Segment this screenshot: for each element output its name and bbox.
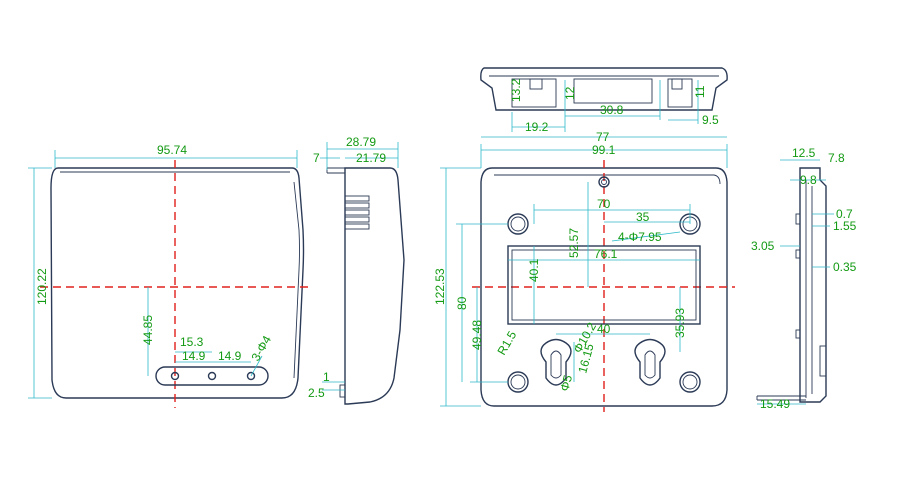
mount-hole-4 bbox=[679, 371, 701, 393]
button-pitch-1-label: 14.9 bbox=[182, 349, 206, 363]
side-offset-label: 7 bbox=[313, 151, 320, 165]
button-hole-1 bbox=[170, 371, 180, 381]
rear-height-80-label: 80 bbox=[455, 296, 469, 310]
section-15-49-label: 15.49 bbox=[760, 397, 790, 411]
hole-half-label: 35 bbox=[636, 210, 650, 224]
hole-pitch-label: 70 bbox=[597, 197, 611, 211]
section-tab-2 bbox=[795, 249, 801, 259]
button-hole-3 bbox=[246, 371, 256, 381]
radius-label: R1.5 bbox=[494, 328, 519, 357]
window-top-label: 52.57 bbox=[567, 228, 581, 258]
rear-outline bbox=[480, 167, 728, 407]
top-view: 19.2 30.8 9.5 13.2 12 11 bbox=[480, 67, 728, 134]
keyhole-height-label: 35.93 bbox=[673, 308, 687, 338]
front-width-label: 95.74 bbox=[157, 143, 187, 157]
section-tab-4 bbox=[819, 345, 827, 377]
side-foot-2-label: 2.5 bbox=[308, 386, 325, 400]
side-outline bbox=[344, 167, 405, 405]
slot-height-3-label: 11 bbox=[693, 85, 707, 98]
button-bar bbox=[155, 366, 269, 386]
window-height-label: 40.1 bbox=[527, 258, 541, 282]
section-0-7-label: 0.7 bbox=[836, 207, 853, 221]
keyhole-slot-label: Φ5 bbox=[557, 373, 575, 393]
section-tab-3 bbox=[795, 329, 801, 339]
hang-hole-top bbox=[598, 176, 610, 188]
section-3-05-label: 3.05 bbox=[751, 239, 775, 253]
front-inner-edge bbox=[60, 171, 300, 379]
keyhole-left bbox=[540, 338, 572, 386]
section-outline bbox=[799, 167, 827, 403]
side-depth-total-label: 28.79 bbox=[346, 135, 376, 149]
button-pitch-2-label: 14.9 bbox=[218, 349, 242, 363]
side-vents bbox=[344, 195, 370, 230]
rear-width-label: 99.1 bbox=[592, 143, 616, 157]
section-12-5-label: 12.5 bbox=[792, 146, 816, 160]
slot-offset-label: 19.2 bbox=[525, 120, 549, 134]
button-offset-label: 44.85 bbox=[141, 315, 155, 345]
rear-overall-77-label: 77 bbox=[596, 130, 610, 144]
side-foot bbox=[339, 384, 346, 398]
section-7-8-label: 7.8 bbox=[828, 151, 845, 165]
rear-window bbox=[507, 245, 701, 325]
keyhole-right bbox=[634, 338, 666, 386]
section-tab-1 bbox=[795, 213, 801, 225]
front-height-label: 120.22 bbox=[35, 268, 49, 305]
section-1-55-label: 1.55 bbox=[833, 219, 857, 233]
section-0-35-label: 0.35 bbox=[833, 260, 857, 274]
side-depth-body-label: 21.79 bbox=[356, 151, 386, 165]
side-foot-1-label: 1 bbox=[323, 370, 330, 384]
top-outline bbox=[480, 67, 728, 111]
front-outline bbox=[50, 167, 305, 399]
holes-label: 4-Φ7.95 bbox=[618, 230, 662, 244]
slot-width-label: 30.8 bbox=[600, 103, 624, 117]
button-hole-label: 3-Φ4 bbox=[248, 333, 274, 364]
section-9-8-label: 9.8 bbox=[800, 173, 817, 187]
front-view: 95.74 120.22 44.85 15.3 14.9 14.9 3-Φ4 bbox=[28, 143, 312, 408]
keyhole-pitch-label: 40 bbox=[597, 322, 611, 336]
side-view: 28.79 7 21.79 1 2.5 bbox=[308, 135, 405, 405]
section-view: 12.5 7.8 9.8 0.7 1.55 3.05 0.35 15.49 bbox=[751, 146, 857, 411]
rear-height-49-label: 49.48 bbox=[470, 320, 484, 350]
top-slot-middle bbox=[573, 78, 653, 104]
rear-height-label: 122.53 bbox=[433, 268, 447, 305]
window-width-label: 76.1 bbox=[594, 247, 618, 261]
button-span-label: 15.3 bbox=[180, 335, 204, 349]
rear-view: 77 99.1 122.53 80 49.48 70 35 52.57 4-Φ7… bbox=[433, 130, 735, 412]
slot-edge-label: 9.5 bbox=[702, 113, 719, 127]
slot-height-2-label: 12 bbox=[563, 86, 577, 100]
slot-height-1-label: 13.2 bbox=[509, 78, 523, 102]
button-hole-2 bbox=[207, 371, 217, 381]
